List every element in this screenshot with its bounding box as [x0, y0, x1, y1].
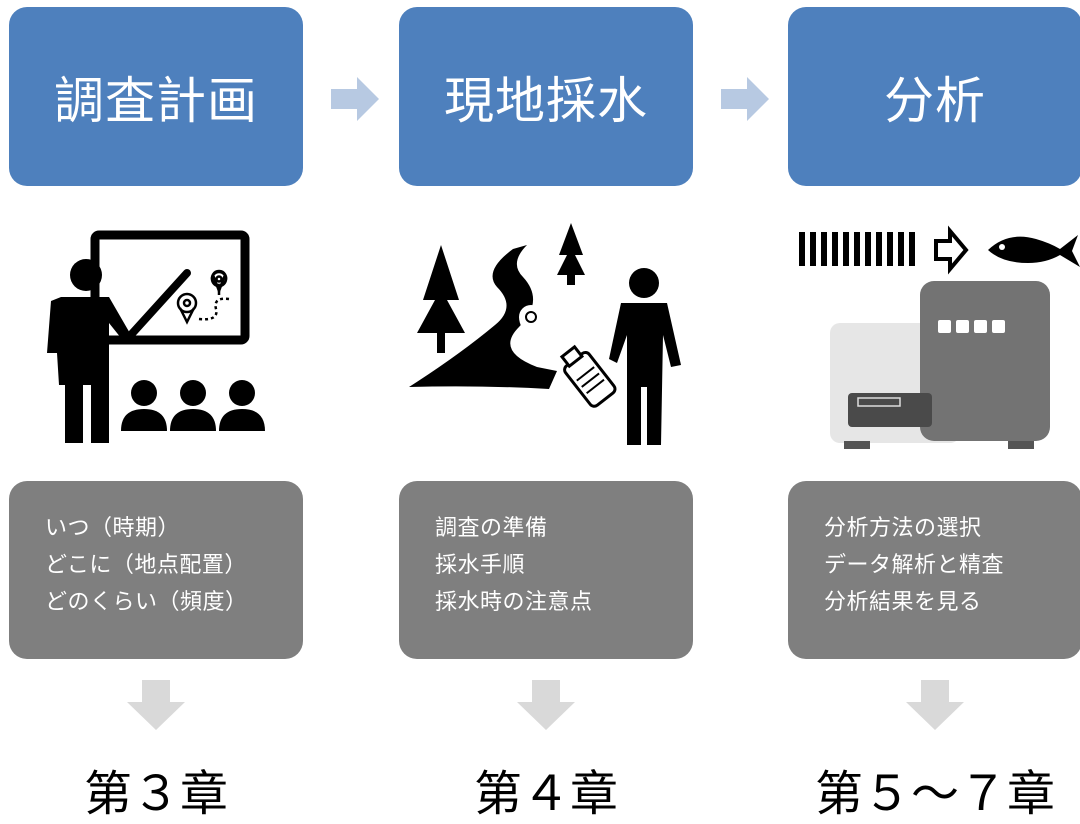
presenter-with-map-icon — [9, 205, 303, 460]
detail-line: 調査の準備 — [435, 516, 548, 541]
detail-line: どこに（地点配置） — [45, 553, 247, 578]
step-header: 分析 — [788, 7, 1080, 186]
step-header: 調査計画 — [9, 7, 303, 186]
detail-line: 分析方法の選択 — [824, 516, 982, 541]
down-arrow-icon — [517, 680, 575, 730]
chapter-label: 第３章 — [83, 766, 228, 822]
right-arrow-icon — [721, 77, 769, 121]
step-details-box: 調査の準備 採水手順 採水時の注意点 — [399, 481, 693, 659]
river-sampling-icon — [399, 205, 693, 460]
detail-line: 採水時の注意点 — [435, 590, 593, 615]
chapter-label: 第５〜７章 — [814, 766, 1055, 822]
detail-line: いつ（時期） — [45, 516, 181, 541]
step-details-box: 分析方法の選択 データ解析と精査 分析結果を見る — [788, 481, 1080, 659]
down-arrow-icon — [127, 680, 185, 730]
step-header: 現地採水 — [399, 7, 693, 186]
chapter-label: 第４章 — [473, 766, 618, 822]
detail-line: 採水手順 — [435, 553, 526, 578]
detail-line: 分析結果を見る — [824, 590, 982, 615]
right-arrow-icon — [331, 77, 379, 121]
down-arrow-icon — [906, 680, 964, 730]
step-column-planning: 調査計画 — [9, 0, 303, 822]
detail-line: データ解析と精査 — [824, 553, 1005, 578]
detail-line: どのくらい（頻度） — [45, 590, 248, 615]
step-details-box: いつ（時期） どこに（地点配置） どのくらい（頻度） — [9, 481, 303, 659]
step-column-sampling: 現地採水 — [399, 0, 693, 822]
step-column-analysis: 分析 — [788, 0, 1080, 822]
sequencer-fish-icon — [788, 205, 1080, 460]
